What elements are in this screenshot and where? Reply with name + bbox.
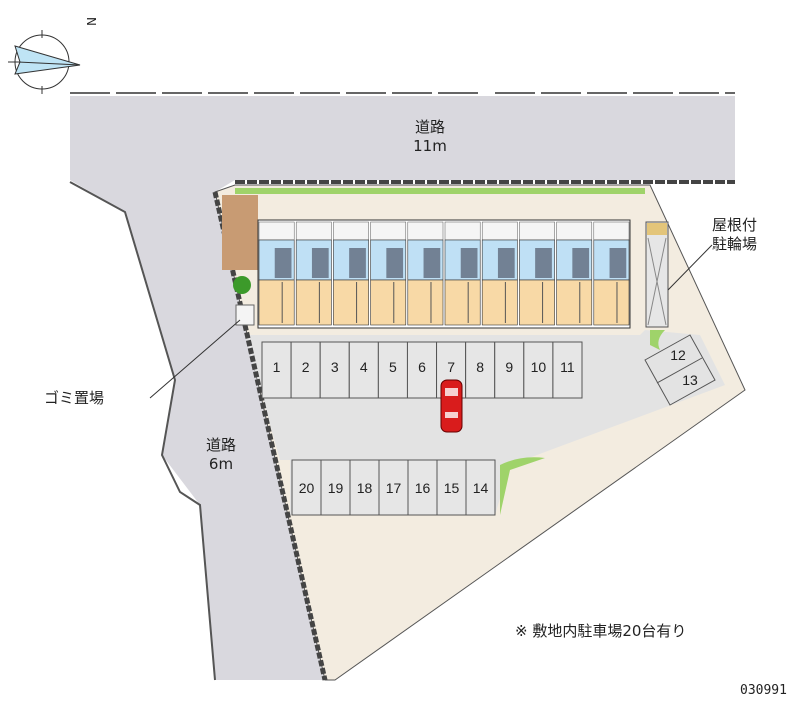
parking-side xyxy=(644,334,716,406)
parking-space: 17 xyxy=(378,459,409,516)
parking-number: 4 xyxy=(360,359,368,375)
parking-space: 8 xyxy=(465,341,496,399)
property-code: 030991 xyxy=(740,683,787,698)
apartment-unit xyxy=(370,221,407,326)
parking-space: 9 xyxy=(494,341,525,399)
parking-number: 17 xyxy=(386,480,402,496)
apartment-unit xyxy=(556,221,593,326)
parking-number: 18 xyxy=(357,480,373,496)
parking-number: 11 xyxy=(560,359,575,375)
parking-space: 1 xyxy=(261,341,292,399)
parking-number: 14 xyxy=(473,480,489,496)
shelter-roof xyxy=(647,223,667,235)
top-road xyxy=(70,96,735,680)
parking-row-bottom: 20 19 18 17 16 15 14 xyxy=(291,459,496,516)
compass-icon xyxy=(8,30,81,94)
leader-line-bike xyxy=(667,244,713,291)
green-corner xyxy=(650,330,665,350)
garbage-label: ゴミ置場 xyxy=(44,389,105,407)
boundary-wall xyxy=(212,191,328,681)
apartment-unit xyxy=(333,221,369,326)
bicycle-parking-line1: 屋根付 xyxy=(712,216,758,234)
parking-number: 6 xyxy=(418,359,426,375)
left-road-edge xyxy=(69,181,216,681)
parking-number: 13 xyxy=(682,372,698,388)
parking-number: 8 xyxy=(476,359,484,375)
shelter-cross xyxy=(647,237,667,326)
parking-number: 19 xyxy=(328,480,344,496)
parking-space: 16 xyxy=(407,459,438,516)
parking-space: 6 xyxy=(406,341,438,399)
bicycle-shelter xyxy=(645,221,669,328)
parking-space: 15 xyxy=(436,459,467,516)
left-road-width: 6m xyxy=(208,455,234,473)
compass-north-label: N xyxy=(83,17,98,26)
parking-space: 18 xyxy=(349,459,380,516)
garbage-area xyxy=(235,304,255,326)
green-strip xyxy=(500,457,545,515)
tree xyxy=(233,276,251,294)
leader-line-garbage xyxy=(149,319,241,399)
top-road-name: 道路 xyxy=(414,118,445,136)
parking-number: 10 xyxy=(531,359,547,375)
left-road-name: 道路 xyxy=(205,436,236,454)
top-road-width: 11m xyxy=(413,137,447,155)
parking-row-top: 1 2 3 4 5 6 7 8 9 10 11 xyxy=(261,341,583,399)
parking-space: 10 xyxy=(523,341,554,399)
parking-space: 14 xyxy=(465,459,496,516)
apartment-unit xyxy=(295,221,332,326)
parking-number: 5 xyxy=(389,359,397,375)
parking-space: 4 xyxy=(348,341,379,399)
bicycle-parking-label: 屋根付 駐輪場 xyxy=(712,216,757,254)
apartment-unit xyxy=(519,221,555,326)
parking-space: 2 xyxy=(290,341,321,399)
parking-note: ※ 敷地内駐車場20台有り xyxy=(515,622,687,640)
apartment-unit xyxy=(444,221,481,326)
apartment-building xyxy=(257,219,631,329)
parking-number: 3 xyxy=(331,359,339,375)
parking-number: 9 xyxy=(505,359,513,375)
parking-number: 20 xyxy=(299,480,315,496)
apartment-unit xyxy=(593,221,630,326)
apartment-unit xyxy=(481,221,518,326)
parking-space: 3 xyxy=(319,341,350,399)
car-icon xyxy=(440,379,463,433)
parking-number: 16 xyxy=(415,480,431,496)
apartment-unit xyxy=(407,221,444,326)
parking-number: 7 xyxy=(447,359,455,375)
parking-space: 19 xyxy=(320,459,351,516)
parking-space: 20 xyxy=(291,459,322,516)
parking-space: 5 xyxy=(377,341,408,399)
parking-number: 12 xyxy=(670,347,686,363)
top-road-label: 道路 11m xyxy=(400,118,460,156)
parking-number: 15 xyxy=(444,480,460,496)
parking-number: 1 xyxy=(273,359,281,375)
parking-space: 11 xyxy=(552,341,583,399)
apartment-unit xyxy=(258,221,295,326)
left-road-label: 道路 6m xyxy=(196,436,246,474)
paved-area xyxy=(222,195,258,270)
hedge xyxy=(235,188,645,194)
parking-number: 2 xyxy=(302,359,310,375)
bicycle-parking-line2: 駐輪場 xyxy=(712,235,758,253)
